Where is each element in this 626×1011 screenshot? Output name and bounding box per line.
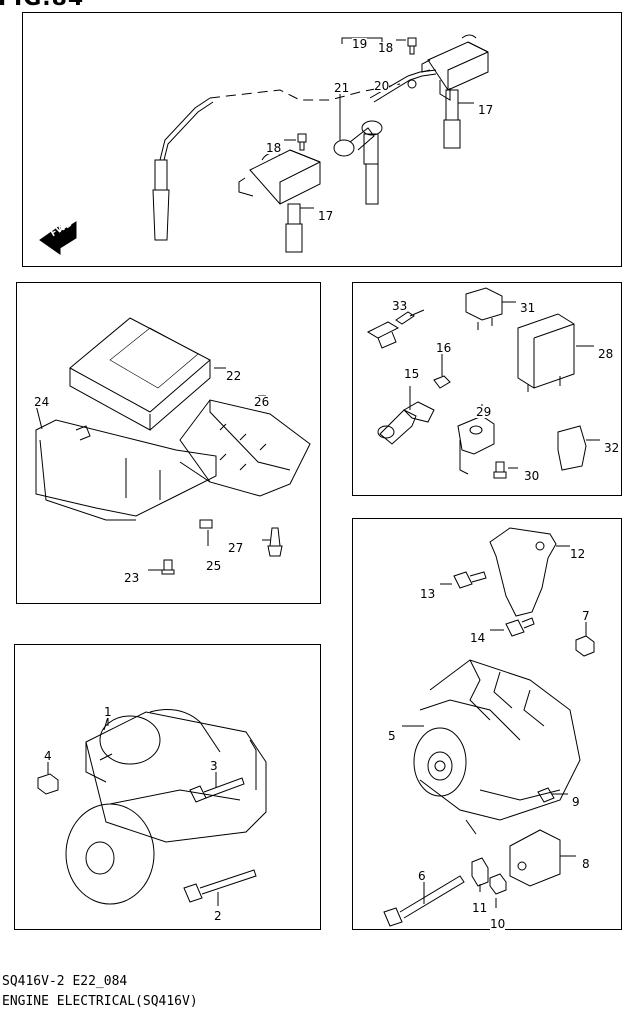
- controller-unit-22: [69, 317, 226, 431]
- sensor-15: [377, 386, 435, 445]
- plug-boot-21: [333, 90, 383, 205]
- callout-alternator-6: 11: [472, 901, 488, 915]
- alternator-5: [413, 659, 581, 835]
- callout-controller-5: 27: [228, 541, 244, 555]
- panel-alternator: [352, 518, 622, 930]
- footer-description: ENGINE ELECTRICAL(SQ416V): [2, 994, 198, 1009]
- panel-starter: [14, 644, 321, 930]
- callout-alternator-8: 13: [420, 587, 436, 601]
- callout-controller-2: 24: [34, 395, 50, 409]
- callout-starter-0: 1: [104, 705, 112, 719]
- ignition-coil-left: [238, 149, 321, 253]
- callout-sensors-4: 30: [524, 469, 540, 483]
- callout-controller-3: 25: [206, 559, 222, 573]
- callout-controller-0: 22: [226, 369, 242, 383]
- callout-ignition-1: 17: [318, 209, 334, 223]
- relay-28: [517, 313, 594, 392]
- callout-alternator-1: 6: [418, 869, 426, 883]
- figure-title: FIG.84: [0, 0, 84, 11]
- bolt-18-a: [407, 37, 417, 55]
- collar-11: [471, 857, 489, 892]
- callout-sensors-6: 32: [604, 441, 620, 455]
- pad-32: [557, 425, 600, 471]
- panel-ignition-coils: [22, 12, 622, 267]
- heat-shield-26: [179, 395, 311, 497]
- callout-ignition-4: 19: [352, 37, 368, 51]
- bolt-18-b: [297, 133, 307, 151]
- bolt-9: [537, 787, 568, 803]
- callout-alternator-0: 5: [388, 729, 396, 743]
- nut-10: [489, 873, 507, 908]
- callout-ignition-5: 20: [374, 79, 390, 93]
- bolt-3: [189, 777, 245, 803]
- callout-sensors-7: 33: [392, 299, 408, 313]
- callout-sensors-2: 28: [598, 347, 614, 361]
- footer-code: SQ416V-2 E22_084: [2, 974, 128, 989]
- callout-sensors-5: 31: [520, 301, 536, 315]
- panel-controller: [16, 282, 321, 604]
- bolt-16: [433, 350, 451, 389]
- panel-sensors: [352, 282, 622, 496]
- callout-ignition-0: 17: [478, 103, 494, 117]
- bolt-13: [440, 571, 487, 589]
- fwd-arrow-icon: [39, 221, 77, 255]
- callout-alternator-2: 7: [582, 609, 590, 623]
- screw-25: [199, 519, 213, 529]
- bracket-8: [509, 829, 576, 887]
- callout-ignition-3: 18: [266, 141, 282, 155]
- callout-sensors-1: 16: [436, 341, 452, 355]
- bolt-2: [183, 869, 257, 903]
- callout-starter-1: 2: [214, 909, 222, 923]
- ignition-wire-drawing: [152, 69, 437, 241]
- callout-starter-3: 4: [44, 749, 52, 763]
- bolt-14: [490, 617, 535, 637]
- relay-31: [465, 287, 516, 330]
- callout-controller-1: 23: [124, 571, 140, 585]
- callout-alternator-4: 9: [572, 795, 580, 809]
- callout-ignition-6: 21: [334, 81, 350, 95]
- callout-alternator-5: 10: [490, 917, 506, 931]
- ignition-coil-right: [421, 34, 489, 149]
- callout-alternator-3: 8: [582, 857, 590, 871]
- bolt-30: [493, 461, 518, 479]
- mounting-bracket-24: [35, 404, 217, 521]
- callout-alternator-7: 12: [570, 547, 586, 561]
- callout-ignition-2: 18: [378, 41, 394, 55]
- bolt-6: [383, 875, 465, 927]
- callout-alternator-9: 14: [470, 631, 486, 645]
- callout-sensors-3: 29: [476, 405, 492, 419]
- callout-controller-4: 26: [254, 395, 270, 409]
- callout-sensors-0: 15: [404, 367, 420, 381]
- starter-motor: [65, 709, 267, 905]
- clip-27: [267, 527, 283, 557]
- bolt-23: [161, 559, 175, 575]
- callout-starter-2: 3: [210, 759, 218, 773]
- bracket-12: [489, 527, 570, 617]
